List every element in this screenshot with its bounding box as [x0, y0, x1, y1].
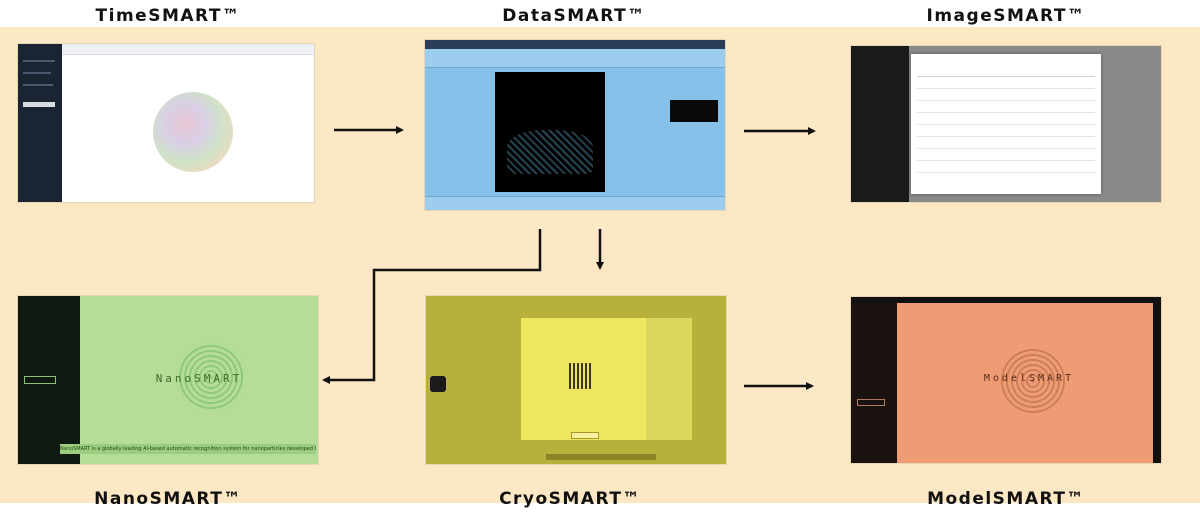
arrow-datasmart-to-nanosmart: [324, 229, 540, 380]
